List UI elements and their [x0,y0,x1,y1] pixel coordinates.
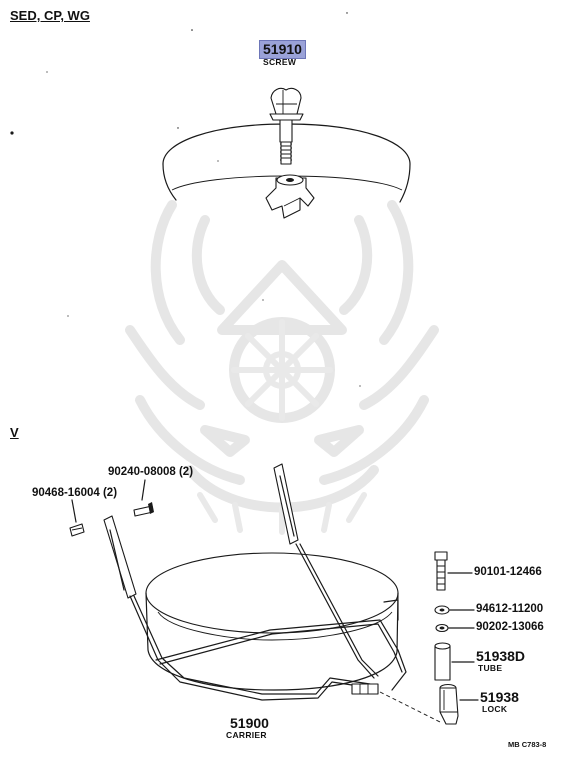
watermark-logo [125,200,439,535]
scan-specks [10,12,361,387]
part-number-lock[interactable]: 51938 [480,689,519,705]
screw-bracket [265,174,315,219]
washer-part-1 [434,605,475,615]
part-number-washer-1[interactable]: 94612-11200 [476,603,544,615]
part-number-small-bolt[interactable]: 90240-08008 (2) [108,466,194,478]
tube-part [434,642,475,681]
carrier-tire [145,552,399,691]
part-number-carrier[interactable]: 51900 [230,715,269,731]
part-number-pin[interactable]: 90468-16004 (2) [32,487,118,499]
part-number-screw[interactable]: 51910 [259,40,306,59]
diagram-code: MB C783-8 [508,740,547,749]
carrier-frame [103,463,441,723]
bolt-part [434,551,473,591]
part-number-washer-2[interactable]: 90202-13066 [476,621,544,633]
section-label-sed-cp-wg: SED, CP, WG [10,8,90,23]
small-bolt-part [133,479,154,517]
washer-part-2 [435,623,475,633]
lock-part [439,683,479,725]
part-name-screw: SCREW [263,57,297,67]
part-number-tube[interactable]: 51938D [476,648,526,664]
part-name-tube: TUBE [478,663,503,673]
pin-part [69,499,85,537]
screw-part [269,87,304,165]
part-number-bolt[interactable]: 90101-12466 [474,566,542,578]
part-name-lock: LOCK [482,704,508,714]
part-name-carrier: CARRIER [226,730,267,740]
section-label-v: V [10,425,19,440]
